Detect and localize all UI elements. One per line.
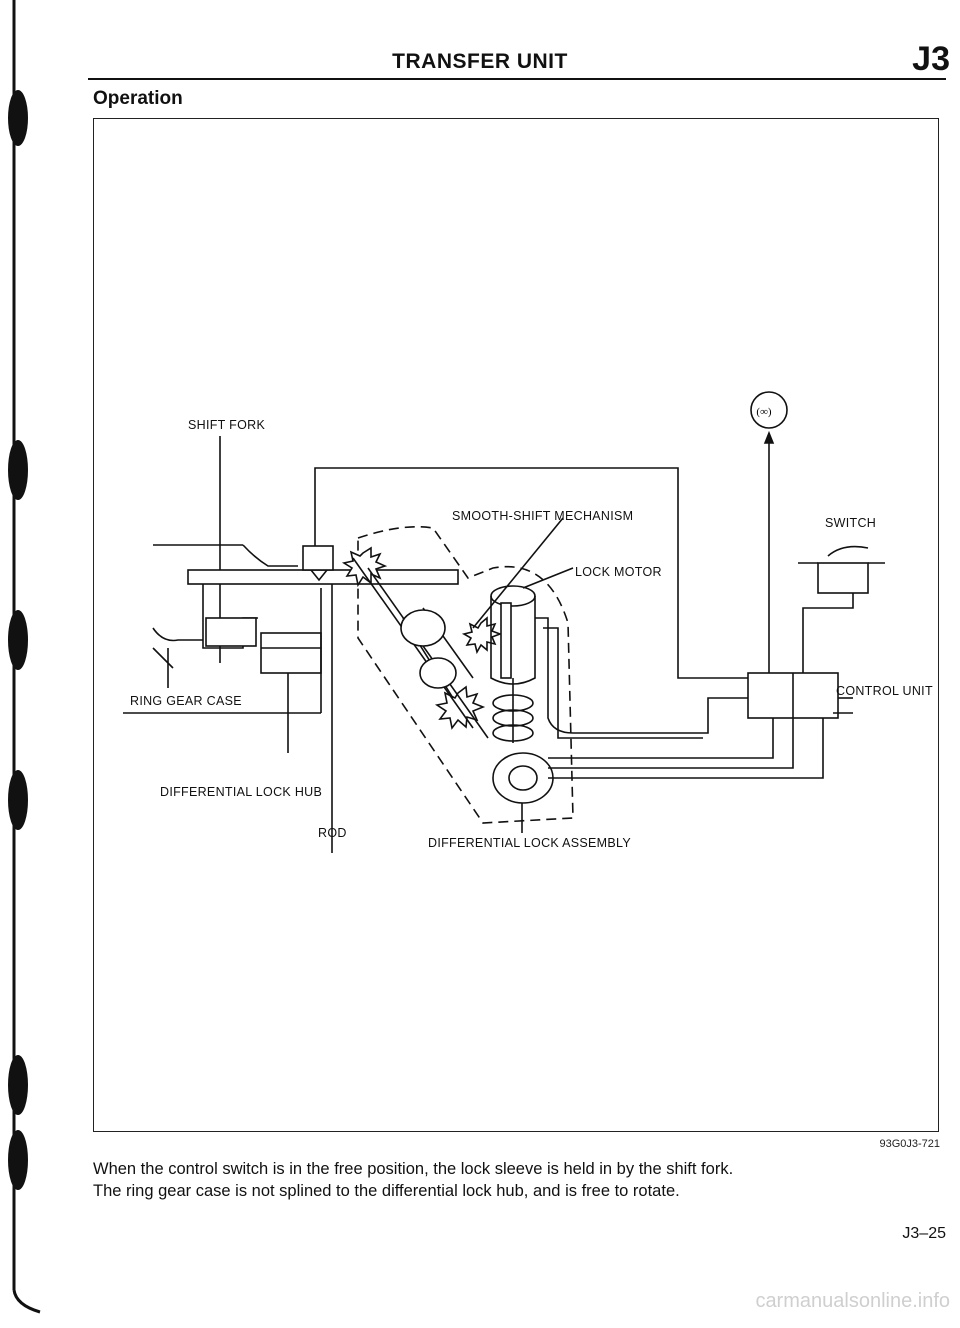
label-rod: ROD: [318, 826, 347, 840]
label-shift-fork: SHIFT FORK: [188, 418, 266, 432]
caption-line-1: When the control switch is in the free p…: [93, 1160, 734, 1178]
caption-line-2: The ring gear case is not splined to the…: [93, 1182, 680, 1200]
page-header-title: TRANSFER UNIT: [392, 50, 568, 73]
schematic-diagram: (∞): [123, 391, 885, 853]
section-code: J3: [912, 40, 950, 78]
label-switch: SWITCH: [825, 516, 877, 530]
header-rule: [88, 78, 946, 80]
watermark: carmanualsonline.info: [755, 1290, 950, 1312]
label-lock-motor: LOCK MOTOR: [575, 565, 662, 579]
indicator-symbol: (∞): [756, 406, 772, 418]
label-smooth-shift-mechanism: SMOOTH-SHIFT MECHANISM: [452, 509, 634, 523]
section-heading: Operation: [93, 88, 183, 109]
figure-frame: [93, 118, 939, 1132]
page-number: J3–25: [902, 1225, 946, 1242]
label-differential-lock-hub: DIFFERENTIAL LOCK HUB: [160, 785, 323, 799]
figure-caption: When the control switch is in the free p…: [93, 1158, 933, 1202]
label-ring-gear-case: RING GEAR CASE: [130, 694, 242, 708]
binding-edge: [8, 0, 41, 1314]
label-differential-lock-assembly: DIFFERENTIAL LOCK ASSEMBLY: [428, 836, 631, 850]
figure-code: 93G0J3-721: [879, 1138, 940, 1150]
label-control-unit: CONTROL UNIT: [836, 684, 933, 698]
